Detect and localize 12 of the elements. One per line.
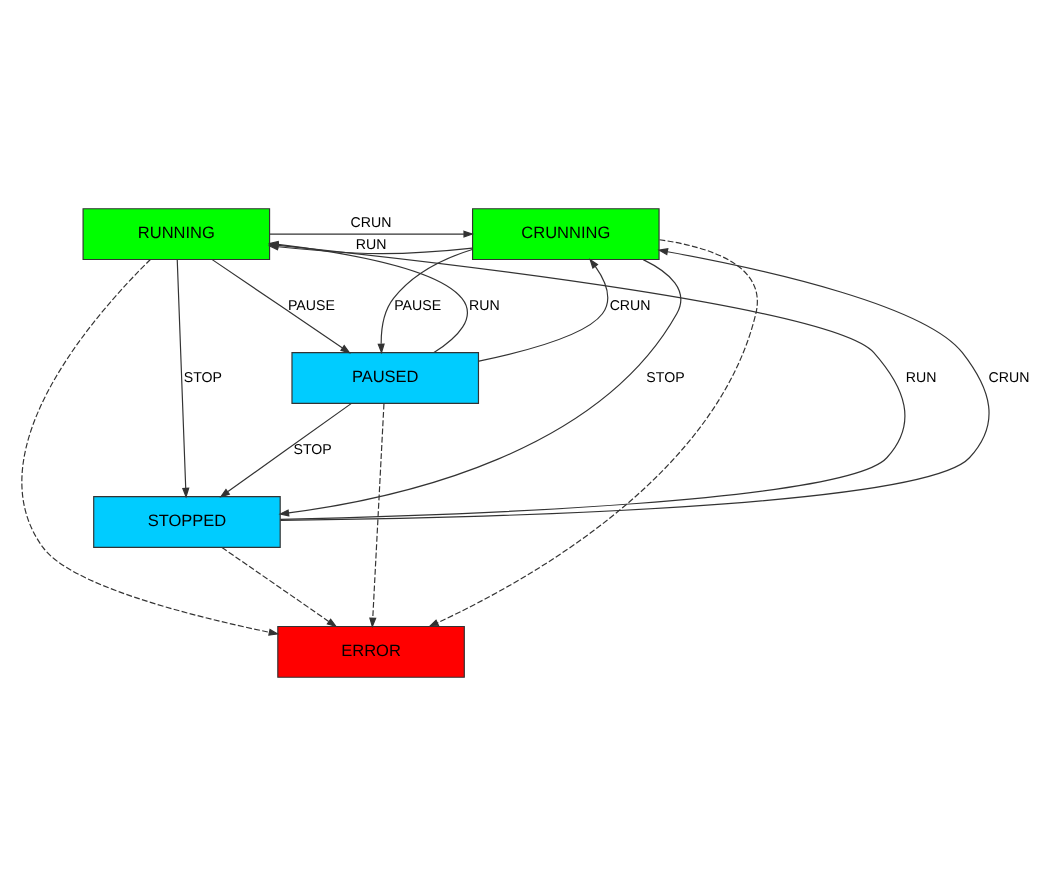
arrow: [176, 259, 190, 499]
arrow: [211, 259, 351, 354]
arrow: [478, 258, 609, 362]
arrow: [369, 403, 385, 629]
arrow: [278, 259, 682, 517]
arrow: [377, 248, 473, 355]
arrow: [219, 403, 352, 498]
arrow: [21, 258, 280, 636]
arrow: [428, 239, 758, 628]
arrow: [221, 546, 338, 628]
arrow: [269, 230, 475, 238]
arrow: [279, 248, 990, 521]
